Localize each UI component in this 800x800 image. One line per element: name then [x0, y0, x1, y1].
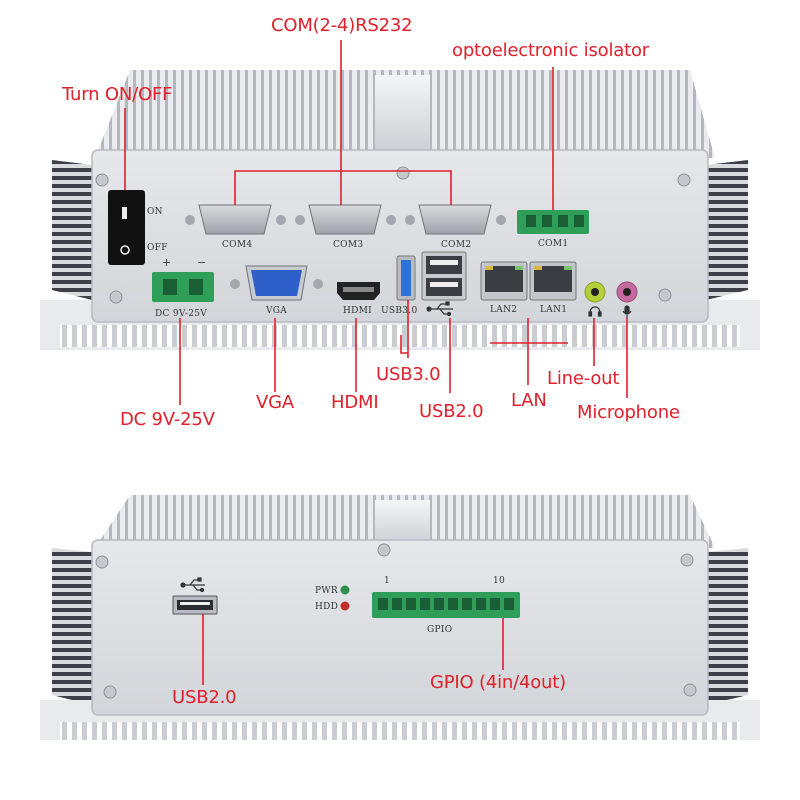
panel-screw [95, 555, 109, 569]
left-side-fins [52, 548, 92, 705]
panel-screw [103, 685, 117, 699]
usb-icon [180, 577, 205, 593]
lan1-port [534, 266, 572, 292]
usb30-port [401, 260, 411, 296]
dc-minus-label: − [197, 256, 207, 269]
rear-panel [91, 539, 709, 716]
dc-plus-label: + [162, 256, 172, 269]
panel-screw [377, 543, 391, 557]
hdd-label: HDD [315, 602, 338, 612]
callout-isolator: optoelectronic isolator [452, 40, 649, 61]
callout-usb20-front: USB2.0 [419, 401, 484, 422]
front-unit: ON OFF COM4 COM3 COM2 COM1 + − DC 9V-25V [40, 70, 760, 350]
com3-label: COM3 [333, 240, 363, 250]
usb-icon [426, 301, 453, 317]
leader-lines-rear [202, 614, 504, 685]
left-side-fins [52, 160, 92, 300]
callout-dc-in: DC 9V-25V [120, 409, 215, 430]
switch-on-label: ON [147, 207, 163, 217]
leader-lines-front [124, 40, 628, 405]
right-side-fins [706, 548, 748, 705]
vga-label: VGA [265, 306, 287, 316]
dc-power-terminal [152, 272, 214, 302]
gpio-label: GPIO [427, 625, 452, 635]
rear-unit: PWR HDD 1 10 GPIO [40, 495, 760, 740]
panel-screw [677, 173, 691, 187]
lan2-label: LAN2 [490, 305, 517, 315]
switch-off-label: OFF [147, 243, 168, 253]
callout-hdmi: HDMI [331, 392, 379, 413]
pwr-label: PWR [315, 586, 338, 596]
bottom-fins [60, 325, 740, 347]
panel-screw [396, 166, 410, 180]
headphone-icon [588, 306, 602, 317]
dc-label: DC 9V-25V [155, 309, 207, 319]
com3-port [295, 204, 396, 235]
com2-port [405, 204, 506, 235]
panel-screw [658, 288, 672, 302]
callout-power-switch: Turn ON/OFF [62, 84, 173, 105]
lan2-port [485, 266, 523, 292]
gpio-pin1-label: 1 [384, 576, 390, 586]
com1-label: COM1 [538, 239, 568, 249]
gpio-pin10-label: 10 [493, 576, 505, 586]
microphone-icon [622, 305, 632, 318]
com4-label: COM4 [222, 240, 252, 250]
callout-usb20-rear: USB2.0 [172, 687, 237, 708]
com4-port [185, 204, 286, 235]
panel-screw [680, 553, 694, 567]
bottom-fins [60, 722, 740, 740]
callout-gpio: GPIO (4in/4out) [430, 672, 566, 693]
callout-lan: LAN [511, 390, 547, 411]
hdd-led [340, 601, 350, 611]
vga-port [251, 270, 302, 296]
right-side-fins [706, 160, 748, 300]
hdmi-label: HDMI [343, 306, 372, 316]
com2-label: COM2 [441, 240, 471, 250]
usb30-label: USB3.0 [381, 306, 417, 316]
callout-microphone: Microphone [577, 402, 680, 423]
panel-screw [683, 683, 697, 697]
callout-line-out: Line-out [547, 368, 620, 389]
callout-com-rs232: COM(2-4)RS232 [271, 15, 413, 36]
lan1-label: LAN1 [540, 305, 567, 315]
callout-vga: VGA [256, 392, 294, 413]
panel-screw [109, 290, 123, 304]
power-rocker-switch[interactable] [108, 190, 145, 265]
callout-usb30: USB3.0 [376, 364, 441, 385]
pwr-led [340, 585, 350, 595]
center-rib [375, 75, 430, 158]
panel-screw [95, 173, 109, 187]
